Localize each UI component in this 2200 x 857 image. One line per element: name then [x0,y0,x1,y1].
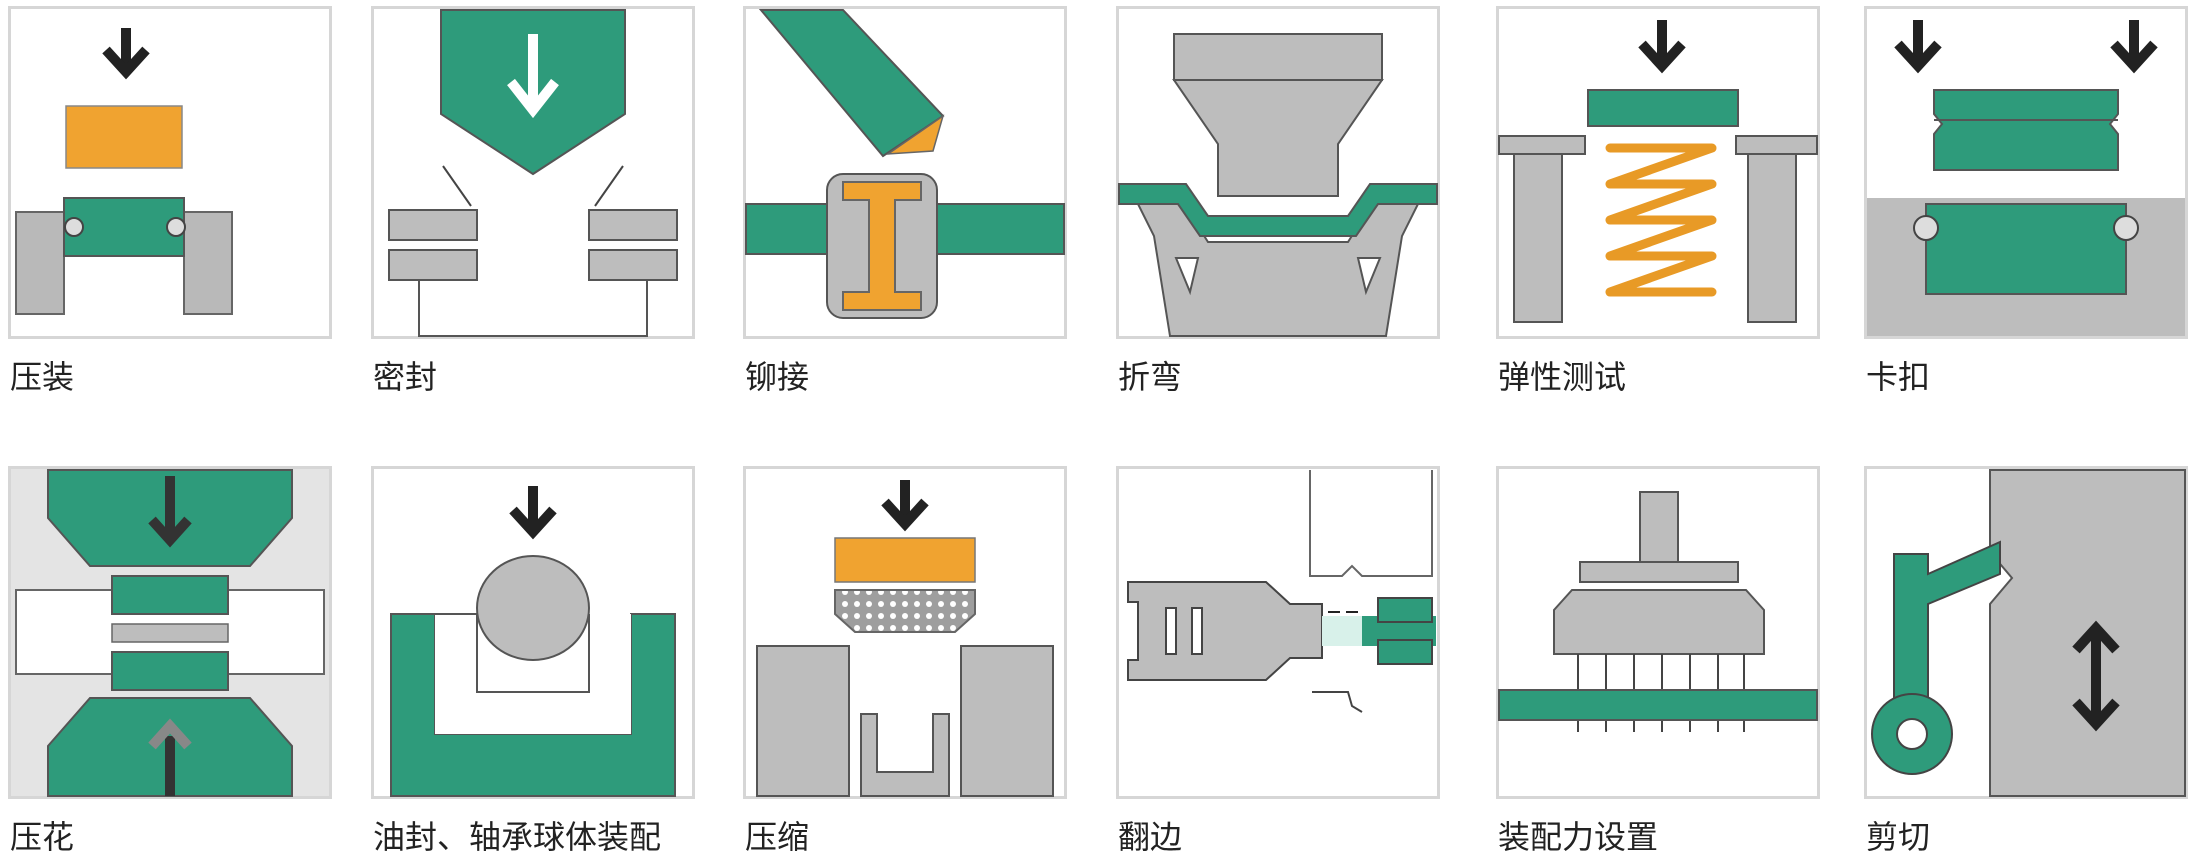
press-fit-label: 压装 [10,358,75,396]
oil-seal-bearing-label: 油封、轴承球体装配 [373,818,662,856]
press-fit-icon [8,6,332,339]
tile-seal: 密封 [371,6,695,397]
tile-snap-fit: 卡扣 [1864,6,2188,397]
seal-label: 密封 [373,358,438,396]
tile-rivet: 铆接 [743,6,1067,397]
tile-assembly-force: 装配力设置 [1496,466,1820,857]
emboss-icon [8,466,332,799]
assembly-force-label: 装配力设置 [1498,818,1659,856]
compress-icon [743,466,1067,799]
compress-label: 压缩 [745,818,810,856]
flanging-label: 翻边 [1118,818,1183,856]
snap-fit-label: 卡扣 [1866,358,1931,396]
rivet-label: 铆接 [745,358,810,396]
tile-spring-test: 弹性测试 [1496,6,1820,397]
assembly-force-icon [1496,466,1820,799]
bend-label: 折弯 [1118,358,1183,396]
shear-label: 剪切 [1866,818,1931,856]
tile-flanging: 翻边 [1116,466,1440,857]
emboss-label: 压花 [10,818,75,856]
tile-bend: 折弯 [1116,6,1440,397]
tile-press-fit: 压装 [8,6,332,397]
bend-icon [1116,6,1440,339]
tile-shear: 剪切 [1864,466,2188,857]
spring-test-icon [1496,6,1820,339]
tile-compress: 压缩 [743,466,1067,857]
rivet-icon [743,6,1067,339]
bearing-assembly-icon [371,466,695,799]
spring-test-label: 弹性测试 [1498,358,1627,396]
snap-fit-icon [1864,6,2188,339]
tile-emboss: 压花 [8,466,332,857]
flanging-icon [1116,466,1440,799]
tile-oil-seal-bearing: 油封、轴承球体装配 [371,466,695,857]
seal-icon [371,6,695,339]
shear-icon [1864,466,2188,799]
